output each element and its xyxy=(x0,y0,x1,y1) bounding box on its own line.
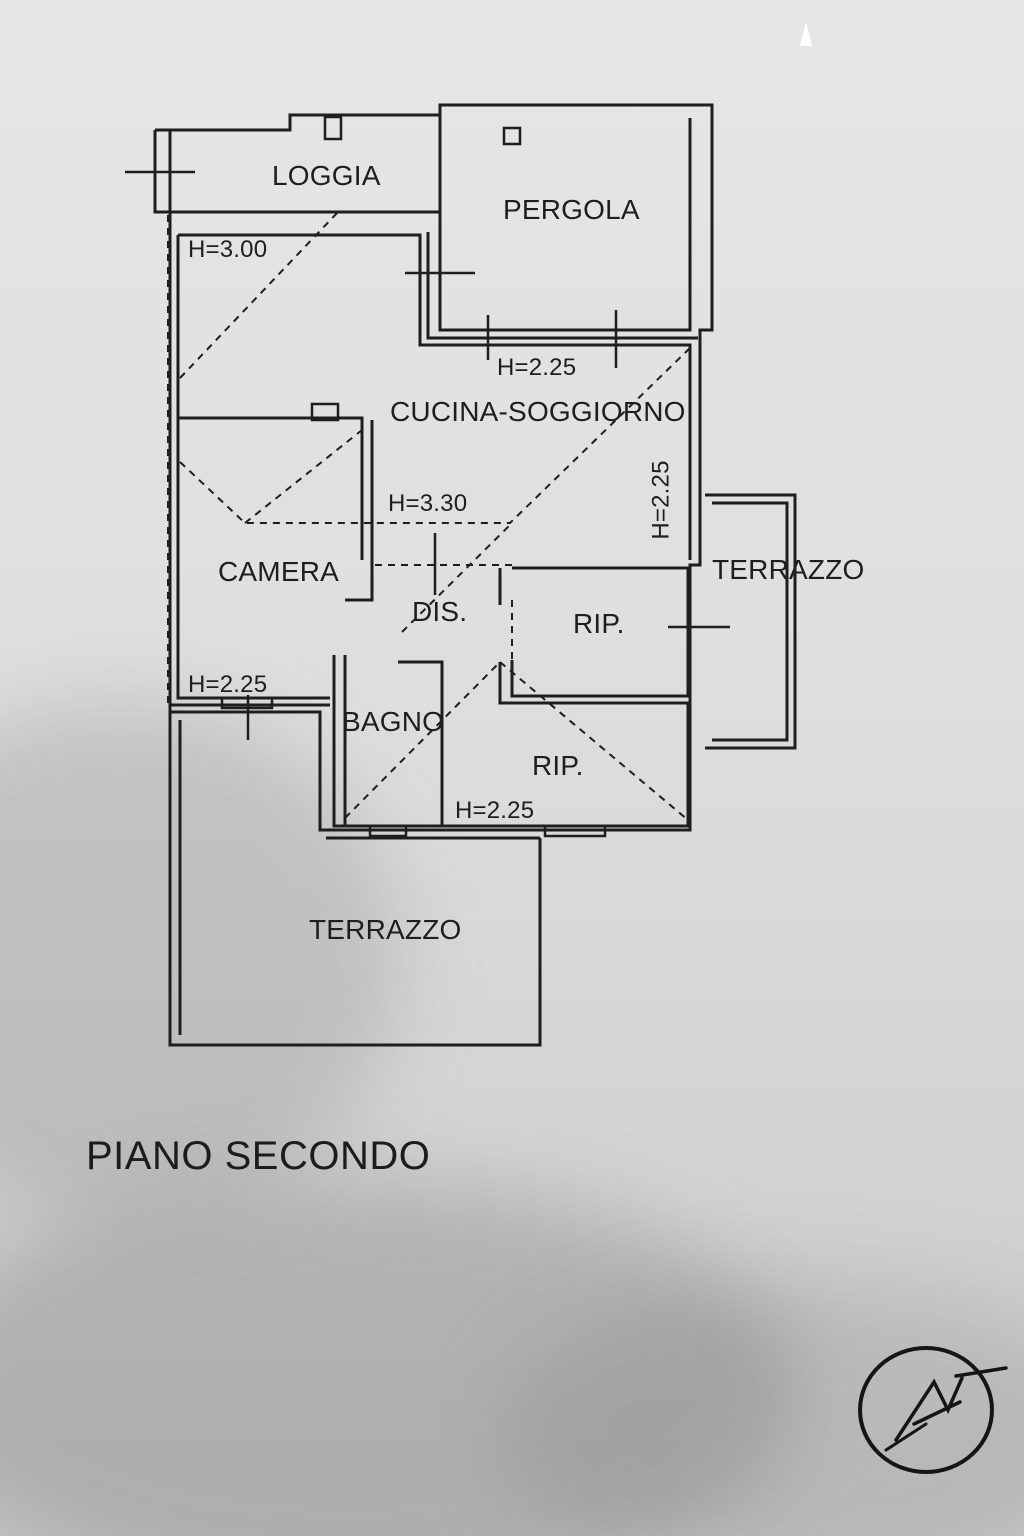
dashed-diagonal xyxy=(244,429,363,524)
terrazzo-bottom-outline xyxy=(168,712,542,1047)
room-label-loggia: LOGGIA xyxy=(272,160,381,191)
wall-inner-line xyxy=(426,232,698,340)
dashed-diagonal xyxy=(179,347,691,524)
room-label-bagno: BAGNO xyxy=(342,706,445,737)
corner-mark-icon xyxy=(800,22,812,46)
height-label: H=2.25 xyxy=(497,354,577,381)
room-label-dis: DIS. xyxy=(412,596,468,627)
rip-wall xyxy=(398,660,690,828)
window-mark xyxy=(543,824,607,838)
height-label-vertical: H=2.25 xyxy=(647,460,675,540)
floor-title: PIANO SECONDO xyxy=(86,1134,431,1178)
room-label-terrazzo-bottom: TERRAZZO xyxy=(309,914,462,945)
room-label-cucina-soggiorno: CUCINA-SOGGIORNO xyxy=(390,396,686,427)
window-mark xyxy=(368,824,408,838)
dashed-diagonal xyxy=(499,661,689,821)
bagno-wall xyxy=(332,655,442,828)
kitchen-wall xyxy=(176,235,364,560)
flue-box xyxy=(310,402,340,422)
room-label-camera: CAMERA xyxy=(218,556,339,587)
dashed-diagonal xyxy=(344,661,501,819)
height-label: H=3.30 xyxy=(388,490,468,517)
height-label: H=2.25 xyxy=(188,671,268,698)
room-label-rip-upper: RIP. xyxy=(573,608,625,639)
flue-box xyxy=(323,115,343,141)
camera-wall xyxy=(345,420,374,602)
room-label-rip-lower: RIP. xyxy=(532,750,584,781)
terrazzo-right-outline xyxy=(705,493,797,750)
room-label-pergola: PERGOLA xyxy=(503,194,640,225)
camera-wall xyxy=(176,418,330,700)
rip-wall xyxy=(510,566,690,698)
height-label: H=3.00 xyxy=(188,236,268,263)
height-label: H=2.25 xyxy=(455,797,535,824)
flue-box xyxy=(502,126,522,146)
kitchen-wall xyxy=(178,233,692,560)
room-label-terrazzo-right: TERRAZZO xyxy=(712,554,865,585)
pergola-outline xyxy=(438,118,692,332)
terrazzo-right-outline xyxy=(712,501,789,742)
wall-outline xyxy=(155,103,714,832)
signature-stamp-icon xyxy=(858,1346,1008,1474)
